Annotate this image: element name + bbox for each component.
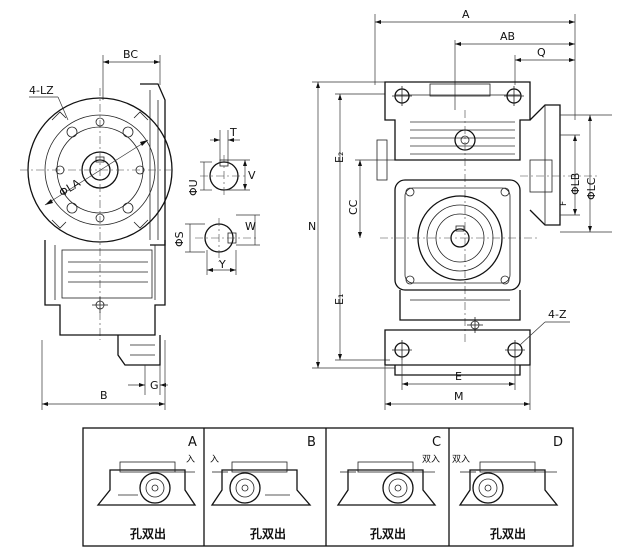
panel-d: D 双入 孔双出 (452, 435, 563, 541)
panel-c-letter: C (432, 435, 441, 450)
dim-lc: ΦLC (585, 177, 598, 200)
dim-bc: BC (123, 48, 138, 61)
dim-b: B (100, 389, 108, 402)
dim-v: V (248, 169, 256, 182)
dim-q: Q (537, 46, 546, 59)
dim-ab: AB (500, 30, 515, 43)
dim-w: W (245, 220, 256, 233)
dim-t: T (229, 126, 237, 139)
panel-d-caption: 孔双出 (490, 526, 526, 541)
dim-e: E (455, 370, 462, 383)
dim-y: Y (218, 258, 226, 271)
dim-s: ΦS (173, 231, 186, 247)
dim-g: G (150, 379, 159, 392)
dim-m: M (454, 390, 464, 403)
panels-frame (82, 427, 574, 547)
dim-u: ΦU (187, 179, 200, 196)
dim-n: N (308, 220, 316, 233)
dim-la: ΦLA (57, 176, 83, 199)
panel-a-input: 入 (186, 454, 195, 465)
shaft-details: T V ΦU W ΦS Y (173, 126, 260, 275)
dim-cc: CC (347, 199, 360, 215)
panel-b-letter: B (307, 435, 316, 450)
dim-a: A (462, 8, 470, 21)
panel-a: A 入 孔双出 (96, 435, 197, 541)
panel-a-caption: 孔双出 (130, 526, 166, 541)
dim-e2: E₂ (333, 152, 346, 163)
panel-d-input: 双入 (452, 454, 470, 465)
dim-f: F (559, 201, 569, 206)
panel-c-caption: 孔双出 (370, 526, 406, 541)
front-view: A AB Q N E₂ E₁ CC (308, 8, 612, 410)
panel-b: B 入 孔双出 (210, 435, 316, 541)
dim-e1: E₁ (333, 294, 346, 305)
panel-a-letter: A (188, 435, 197, 450)
configuration-panels: A 入 孔双出 B 入 孔双出 C 双入 (82, 427, 574, 547)
panel-c-input: 双入 (422, 454, 440, 465)
panel-c: C 双入 孔双出 (336, 435, 441, 541)
dim-lb: ΦLB (569, 173, 582, 195)
panel-d-letter: D (553, 435, 563, 450)
dim-4-z: 4-Z (548, 308, 567, 321)
panel-b-input: 入 (210, 454, 219, 465)
dim-4-lz: 4-LZ (29, 84, 54, 97)
side-view: BC 4-LZ ΦLA (20, 48, 175, 410)
panel-b-caption: 孔双出 (250, 526, 286, 541)
